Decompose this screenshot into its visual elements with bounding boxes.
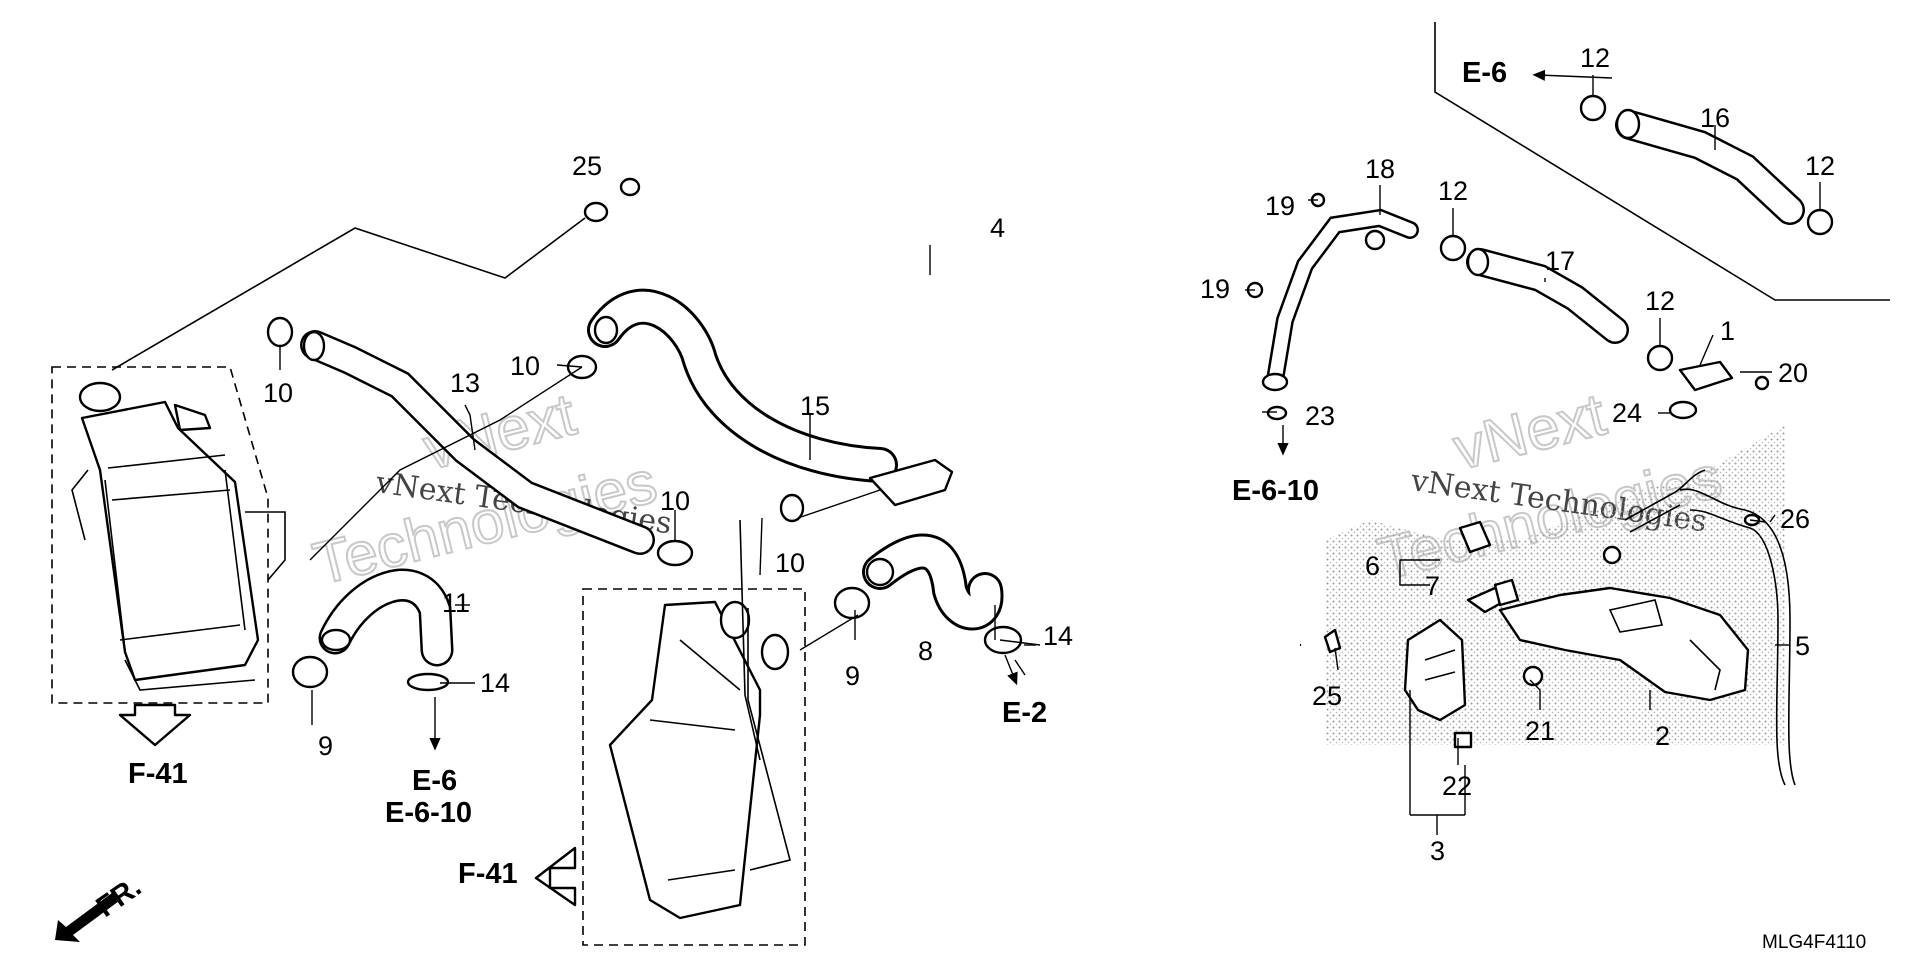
callout-7: 7 [1425,571,1440,601]
callout-12c: 12 [1438,176,1468,206]
ref-f41-left: F-41 [128,758,188,790]
callout-15: 15 [800,391,830,421]
callout-14b: 14 [1043,621,1073,651]
callout-11: 11 [442,588,470,618]
callout-5: 5 [1795,631,1810,661]
ref-e6-low: E-6 [412,765,457,797]
hose-13 [300,330,655,555]
ref-e2: E-2 [1002,697,1047,729]
callout-3: 3 [1430,836,1445,866]
callout-6: 6 [1365,551,1380,581]
reservoir-tank-group [1323,360,1796,786]
ref-e6-top: E-6 [1462,57,1507,89]
arrow-f41-center [534,846,577,907]
arrow-f41-left [118,703,192,747]
hose-17 [1466,247,1629,344]
callout-22: 22 [1442,771,1472,801]
callout-19a: 19 [1265,191,1295,221]
callout-12b: 12 [1805,151,1835,181]
callout-2: 2 [1655,721,1670,751]
hose-16 [1615,108,1805,225]
diagram-code: MLG4F4110 [1762,932,1866,953]
ref-e6-10-mid: E-6-10 [1232,475,1319,507]
clamps [266,201,1023,692]
hose-11 [318,568,454,667]
callout-21: 21 [1525,716,1555,746]
callout-labels: 1 2 3 4 5 6 7 8 9 9 10 10 10 10 11 12 12… [263,43,1835,866]
callout-4: 4 [990,213,1005,243]
left-radiator-body [80,400,260,682]
center-radiator-body [608,600,762,920]
hose-8 [862,533,1004,631]
reservoir-tank-2 [1498,586,1750,702]
callout-25b: 25 [1312,681,1342,711]
callout-10a: 10 [263,378,293,408]
watermark-brand-short-right: vNext [1447,380,1612,482]
callout-9a: 9 [318,731,333,761]
reservoir-bracket-3 [1403,618,1467,722]
callout-18: 18 [1365,154,1395,184]
callout-8: 8 [918,636,933,666]
ref-f41-center: F-41 [458,858,518,890]
callout-16: 16 [1700,103,1730,133]
hose-18 [1261,208,1419,392]
front-label: FR. [91,871,148,924]
ref-e6-10-low: E-6-10 [385,797,472,829]
direction-arrows [55,69,1613,942]
callout-20: 20 [1778,358,1808,388]
leader-lines [279,75,1821,835]
callout-14a: 14 [480,668,510,698]
callout-10c: 10 [660,486,690,516]
joint-1 [1678,360,1734,392]
callout-25a: 25 [572,151,602,181]
callout-10b: 10 [510,351,540,381]
callout-12d: 12 [1645,286,1675,316]
callout-13: 13 [450,368,480,398]
callout-9b: 9 [845,661,860,691]
callout-10d: 10 [775,548,805,578]
callout-12a: 12 [1580,43,1610,73]
callout-19b: 19 [1200,274,1230,304]
callout-17: 17 [1545,246,1575,276]
radiator-cap [78,381,122,413]
callout-1: 1 [1720,316,1735,346]
left-radiator-group [51,217,586,704]
center-radiator-group [582,519,806,946]
callout-26: 26 [1780,504,1810,534]
front-arrow [55,893,119,942]
clamps-upper-right [1246,94,1834,421]
section-divider [1434,22,1890,301]
callout-24: 24 [1612,398,1642,428]
callout-23: 23 [1305,401,1335,431]
